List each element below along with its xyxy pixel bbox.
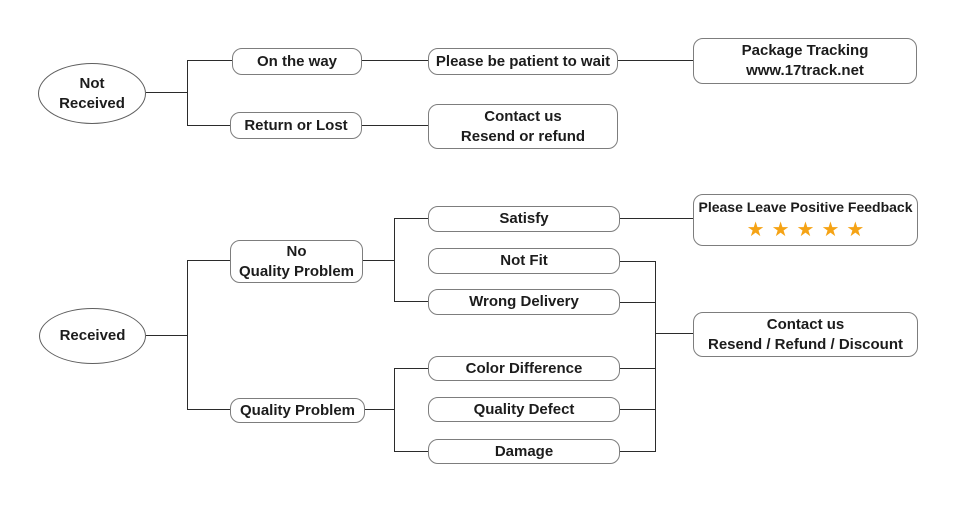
node-label: Resend or refund [460, 127, 586, 145]
node-contact-resend-refund-discount: Contact us Resend / Refund / Discount [693, 312, 918, 357]
node-label: Please Leave Positive Feedback [698, 199, 913, 216]
connector-line [618, 60, 693, 61]
connector-line [187, 260, 188, 410]
connector-line [362, 60, 428, 61]
connector-line [620, 302, 656, 303]
node-label: Please be patient to wait [435, 52, 611, 70]
node-on-the-way: On the way [232, 48, 362, 75]
connector-line [620, 218, 693, 219]
connector-line [620, 261, 656, 262]
node-package-tracking: Package Tracking www.17track.net [693, 38, 917, 84]
node-label: Quality Defect [473, 400, 575, 418]
node-label: Quality Problem [239, 401, 356, 419]
connector-line [187, 409, 230, 410]
connector-line [187, 60, 232, 61]
connector-line [187, 260, 230, 261]
node-label: Received [59, 94, 125, 112]
connector-line [655, 261, 656, 452]
node-label: On the way [256, 52, 338, 70]
node-quality-defect: Quality Defect [428, 397, 620, 422]
node-label: Quality Problem [238, 262, 355, 280]
node-label: Contact us [766, 315, 845, 333]
node-label: Not Fit [500, 252, 548, 270]
connector-line [394, 451, 428, 452]
node-be-patient: Please be patient to wait [428, 48, 618, 75]
node-not-fit: Not Fit [428, 248, 620, 274]
node-satisfy: Satisfy [428, 206, 620, 232]
connector-line [365, 409, 395, 410]
connector-line [655, 333, 693, 334]
star-rating-icons: ★★★★★ [746, 216, 872, 241]
node-positive-feedback: Please Leave Positive Feedback ★★★★★ [693, 194, 918, 246]
connector-line [394, 301, 428, 302]
node-label: Package Tracking [741, 42, 869, 60]
connector-line [394, 218, 428, 219]
connector-line [363, 260, 395, 261]
connector-line [146, 335, 188, 336]
connector-line [620, 451, 656, 452]
connector-line [146, 92, 188, 93]
node-not-received: Not Received [38, 63, 146, 124]
node-color-difference: Color Difference [428, 356, 620, 381]
connector-line [394, 368, 395, 452]
node-received: Received [39, 308, 146, 364]
connector-line [394, 218, 395, 302]
node-label: Return or Lost [244, 116, 348, 134]
node-return-or-lost: Return or Lost [230, 112, 362, 139]
connector-line [620, 409, 656, 410]
node-contact-resend-refund: Contact us Resend or refund [428, 104, 618, 149]
node-label: Color Difference [465, 359, 583, 377]
node-label: No [286, 242, 307, 260]
connector-line [187, 125, 231, 126]
node-label: Damage [494, 442, 554, 460]
node-wrong-delivery: Wrong Delivery [428, 289, 620, 315]
node-label: Contact us [484, 107, 562, 125]
node-label: www.17track.net [746, 62, 864, 79]
connector-line [362, 125, 428, 126]
connector-line [187, 60, 188, 126]
node-quality-problem: Quality Problem [230, 398, 365, 423]
connector-line [394, 368, 428, 369]
node-label: Received [59, 327, 126, 345]
node-no-quality-problem: No Quality Problem [230, 240, 363, 283]
node-label: Satisfy [499, 210, 549, 228]
node-label: Not [79, 75, 105, 92]
node-label: Wrong Delivery [469, 293, 579, 311]
connector-line [620, 368, 656, 369]
node-label: Resend / Refund / Discount [707, 335, 903, 353]
node-damage: Damage [428, 439, 620, 464]
